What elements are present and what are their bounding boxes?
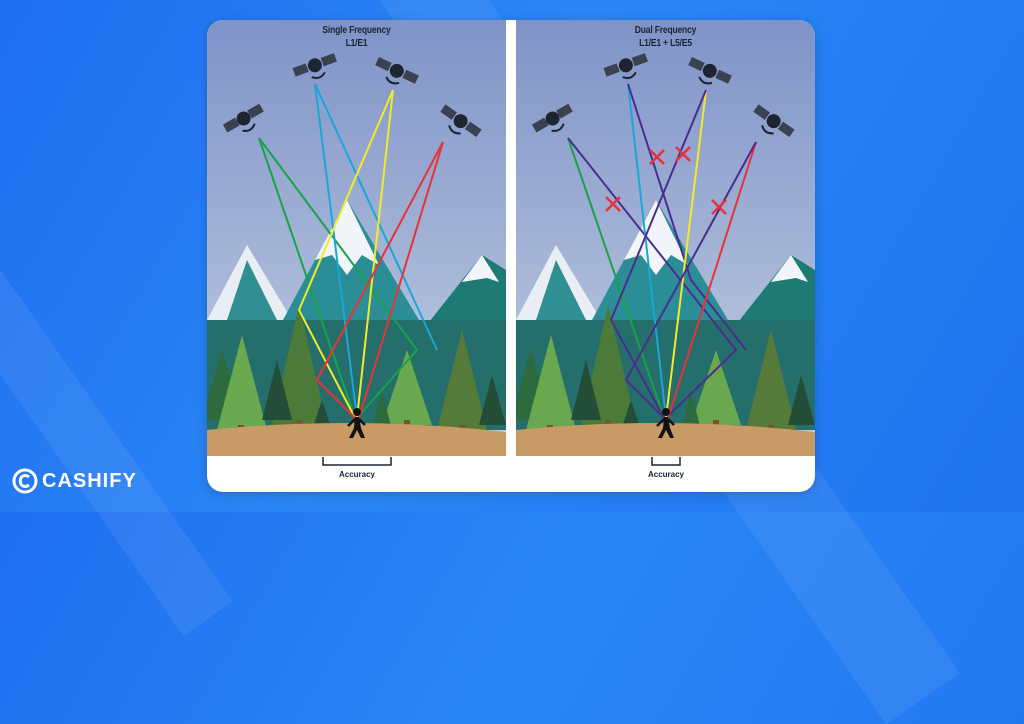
walking-person-icon — [656, 408, 675, 438]
accuracy-label: Accuracy — [647, 470, 685, 479]
panel-divider — [506, 20, 516, 492]
cashify-logo-icon — [12, 468, 38, 494]
diagram-card: Single Frequency L1/E1 Accuracy — [207, 20, 815, 492]
panel-title: Single Frequency — [322, 25, 391, 36]
bg-stripe — [0, 0, 233, 636]
signal-lines — [258, 83, 444, 419]
signal-lines — [567, 83, 757, 419]
ground — [207, 422, 506, 456]
ground — [516, 422, 815, 456]
accuracy-label: Accuracy — [338, 470, 376, 479]
panel-subtitle: L1/E1 + L5/E5 — [639, 38, 692, 49]
satellite-icon — [222, 103, 264, 133]
satellite-icon — [531, 103, 573, 133]
single-frequency-panel: Single Frequency L1/E1 Accuracy — [207, 20, 506, 492]
satellite-icon — [375, 57, 419, 85]
x-mark-icon — [649, 149, 665, 165]
accuracy-bracket — [651, 457, 681, 466]
satellite-icon — [603, 53, 648, 80]
x-mark-icon — [605, 196, 621, 212]
cashify-logo: CASHIFY — [12, 466, 137, 496]
single-frequency-illustration — [207, 20, 506, 466]
dual-frequency-illustration — [516, 20, 815, 466]
brand-name: CASHIFY — [42, 469, 137, 492]
dual-frequency-panel: Dual Frequency L1/E1 + L5/E5 Accuracy — [516, 20, 815, 492]
x-mark-icon — [711, 199, 727, 215]
accuracy-bracket — [322, 457, 392, 466]
satellite-icon — [440, 104, 482, 138]
walking-person-icon — [347, 408, 366, 438]
satellite-icon — [292, 53, 337, 80]
panel-title: Dual Frequency — [634, 25, 697, 36]
satellite-icon — [753, 104, 795, 138]
satellite-icon — [688, 57, 732, 85]
panel-subtitle: L1/E1 — [345, 38, 368, 49]
x-mark-icon — [675, 146, 691, 162]
